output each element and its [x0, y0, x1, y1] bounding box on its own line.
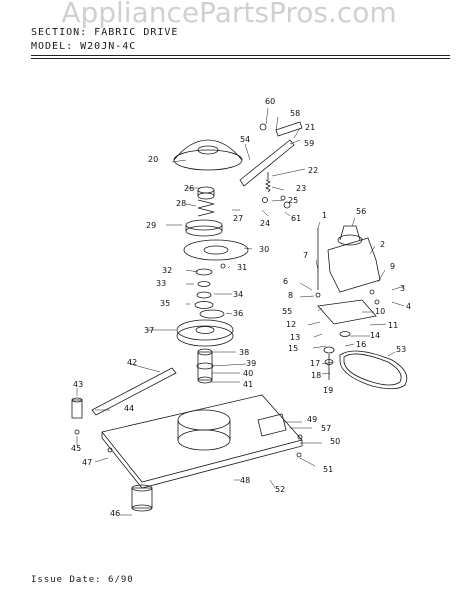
part-label-57: 57 [321, 424, 331, 433]
part-label-35: 35 [160, 299, 170, 308]
part-label-10: 10 [375, 307, 385, 316]
part-label-45: 45 [71, 444, 81, 453]
clutch-spring-part [197, 199, 215, 217]
part-label-39: 39 [246, 359, 256, 368]
part-label-28: 28 [176, 199, 186, 208]
part-label-19: 19 [323, 386, 333, 395]
part-label-36: 36 [233, 309, 243, 318]
part-label-6: 6 [283, 277, 288, 286]
part-label-31: 31 [237, 263, 247, 272]
part-label-61: 61 [291, 214, 301, 223]
part-label-51: 51 [323, 465, 333, 474]
part-label-9: 9 [390, 262, 395, 271]
part-label-25: 25 [288, 196, 298, 205]
header-rule-2 [31, 58, 450, 59]
part-label-43: 43 [73, 380, 83, 389]
agitator-cap-part [173, 149, 243, 171]
part-label-18: 18 [311, 371, 321, 380]
part-label-49: 49 [307, 415, 317, 424]
drive-belt-part [339, 350, 408, 390]
part-label-12: 12 [286, 320, 296, 329]
motor-part [327, 237, 381, 293]
basket-plate-part [183, 239, 249, 261]
hub-part [185, 219, 223, 231]
tub-hole [177, 409, 231, 431]
screw-part [259, 123, 267, 131]
part-label-4: 4 [406, 302, 411, 311]
part-label-58: 58 [290, 109, 300, 118]
part-label-55: 55 [282, 307, 292, 316]
part-label-37: 37 [144, 326, 154, 335]
part-label-38: 38 [239, 348, 249, 357]
part-label-16: 16 [356, 340, 366, 349]
part-label-56: 56 [356, 207, 366, 216]
motor-bracket-part [317, 299, 377, 325]
part-label-53: 53 [396, 345, 406, 354]
watermark: AppliancePartsPros.com [61, 0, 397, 29]
part-label-32: 32 [162, 266, 172, 275]
part-label-41: 41 [243, 380, 253, 389]
mount-bracket-part [257, 413, 287, 437]
part-label-22: 22 [308, 166, 318, 175]
part-label-48: 48 [240, 476, 250, 485]
part-label-46: 46 [110, 509, 120, 518]
part-label-50: 50 [330, 437, 340, 446]
part-label-11: 11 [388, 321, 398, 330]
leveling-leg-part [71, 399, 83, 419]
part-label-7: 7 [303, 251, 308, 260]
part-label-21: 21 [305, 123, 315, 132]
part-label-60: 60 [265, 97, 275, 106]
part-label-3: 3 [400, 284, 405, 293]
part-label-40: 40 [243, 369, 253, 378]
washer-part [195, 268, 213, 276]
part-label-13: 13 [290, 333, 300, 342]
part-label-54: 54 [240, 135, 250, 144]
part-label-14: 14 [370, 331, 380, 340]
part-label-27: 27 [233, 214, 243, 223]
motor-pulley-part [323, 346, 335, 354]
section-title: SECTION: FABRIC DRIVE [31, 27, 179, 38]
bracket-part [275, 121, 303, 137]
spring-part [265, 172, 271, 193]
part-label-33: 33 [156, 279, 166, 288]
part-label-59: 59 [304, 139, 314, 148]
part-label-26: 26 [184, 184, 194, 193]
drive-pulley-part [176, 319, 234, 341]
part-label-1: 1 [322, 211, 327, 220]
issue-date: Issue Date: 6/90 [31, 575, 134, 585]
header-rule [31, 55, 450, 56]
part-label-8: 8 [288, 291, 293, 300]
part-label-47: 47 [82, 458, 92, 467]
arm-part [239, 139, 295, 187]
part-label-24: 24 [260, 219, 270, 228]
model-number: MODEL: W20JN-4C [31, 41, 137, 52]
part-label-20: 20 [148, 155, 158, 164]
part-label-30: 30 [259, 245, 269, 254]
part-label-44: 44 [124, 404, 134, 413]
part-label-17: 17 [310, 359, 320, 368]
part-label-52: 52 [275, 485, 285, 494]
collar-part [197, 186, 215, 194]
part-label-29: 29 [146, 221, 156, 230]
part-label-15: 15 [288, 344, 298, 353]
part-label-34: 34 [233, 290, 243, 299]
part-label-23: 23 [296, 184, 306, 193]
part-label-42: 42 [127, 358, 137, 367]
rail-part [91, 367, 177, 416]
transmission-shaft-part [197, 351, 213, 381]
part-label-2: 2 [380, 240, 385, 249]
clip-part [339, 331, 351, 337]
